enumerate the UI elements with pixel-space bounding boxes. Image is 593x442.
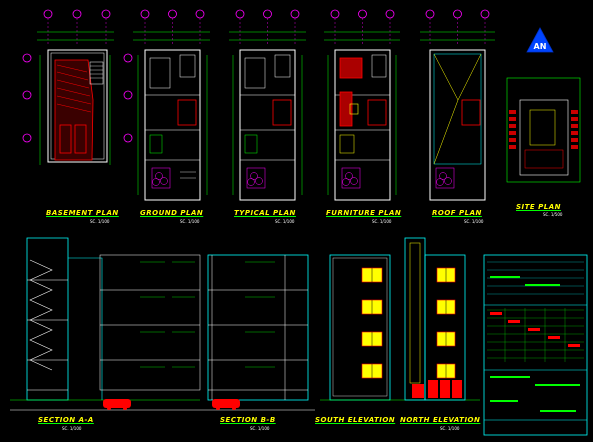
roof-plan-label: ROOF PLAN bbox=[432, 209, 482, 217]
section-b-label: SECTION B-B bbox=[220, 416, 276, 424]
section-a-label: SECTION A-A bbox=[38, 416, 94, 424]
typical-plan bbox=[229, 31, 306, 201]
south-elevation-label: SOUTH ELEVATION bbox=[315, 416, 396, 424]
north-elevation-label: NORTH ELEVATION bbox=[400, 416, 481, 424]
site-plan-label: SITE PLAN bbox=[516, 203, 562, 211]
triangle-an-logo-icon: AN bbox=[526, 27, 554, 53]
roof-plan bbox=[420, 31, 495, 201]
ground-plan-label: GROUND PLAN bbox=[140, 209, 204, 217]
grid-bubble-icon bbox=[22, 90, 32, 100]
section-b-scale: SC. 1/100 bbox=[250, 426, 270, 431]
typical-plan-label: TYPICAL PLAN bbox=[234, 209, 296, 217]
ground-plan bbox=[133, 31, 210, 201]
grid-bubble-icon bbox=[123, 90, 133, 100]
logo-letters: AN bbox=[534, 42, 547, 51]
section-b-b bbox=[200, 254, 315, 411]
section-a-a bbox=[10, 237, 201, 411]
grid-bubble-icon bbox=[22, 133, 32, 143]
furniture-plan bbox=[324, 31, 400, 201]
ground-plan-scale: SC. 1/100 bbox=[180, 219, 200, 224]
basement-plan-label: BASEMENT PLAN bbox=[46, 209, 119, 217]
title-block bbox=[483, 254, 588, 436]
elevations-scale: SC. 1/100 bbox=[440, 426, 460, 431]
grid-bubble-icon bbox=[22, 53, 32, 63]
section-a-scale: SC. 1/100 bbox=[62, 426, 82, 431]
grid-bubble-icon bbox=[123, 53, 133, 63]
north-elevation bbox=[404, 237, 466, 401]
south-elevation bbox=[320, 254, 480, 401]
car-icon bbox=[212, 399, 240, 410]
basement-plan bbox=[37, 31, 114, 165]
grid-bubble-icon bbox=[123, 133, 133, 143]
roof-plan-scale: SC. 1/100 bbox=[464, 219, 484, 224]
typical-plan-scale: SC. 1/100 bbox=[275, 219, 295, 224]
site-plan bbox=[506, 77, 581, 183]
furniture-plan-label: FURNITURE PLAN bbox=[326, 209, 402, 217]
furniture-plan-scale: SC. 1/100 bbox=[372, 219, 392, 224]
basement-plan-scale: SC. 1/100 bbox=[90, 219, 110, 224]
car-icon bbox=[103, 399, 131, 410]
site-plan-scale: SC. 1/500 bbox=[543, 212, 563, 217]
